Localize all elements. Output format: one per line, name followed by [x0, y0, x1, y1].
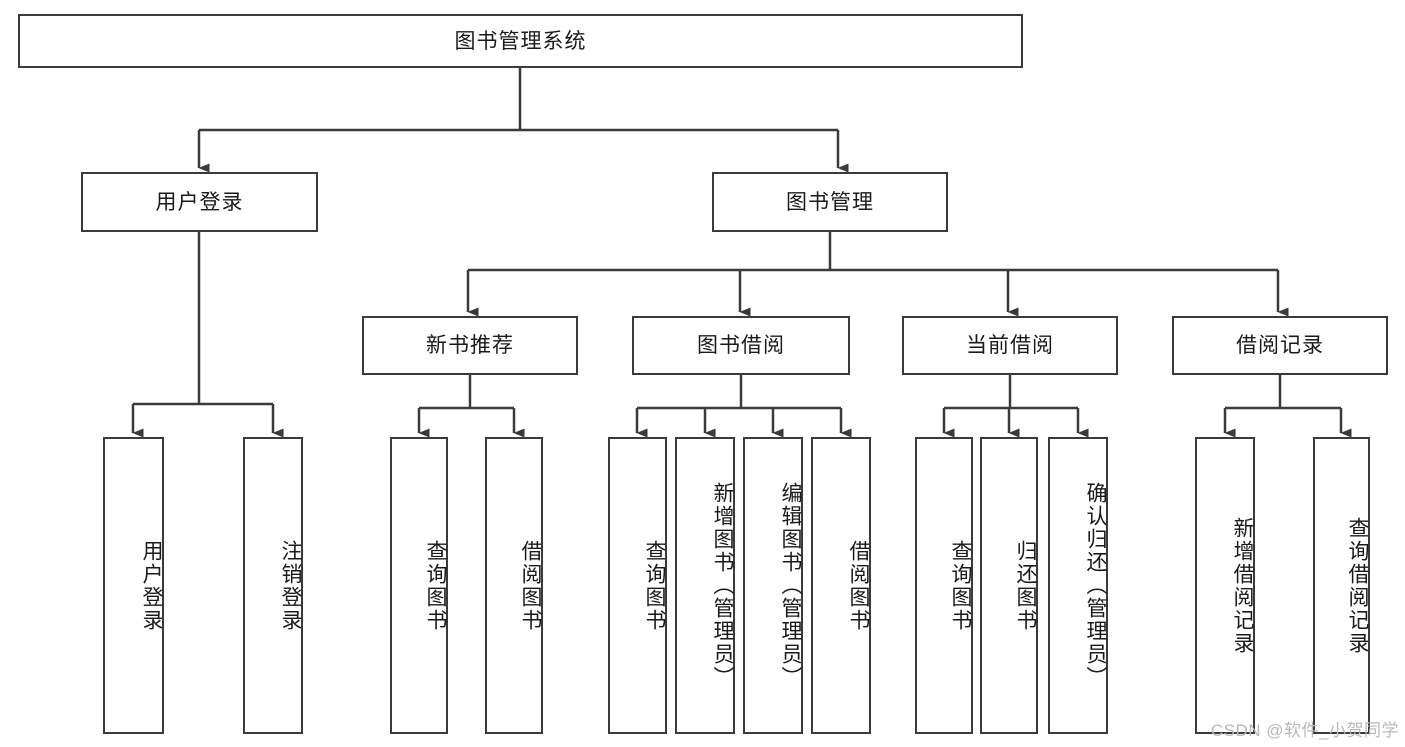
node-new-book-recommend-label: 新书推荐 — [426, 334, 514, 357]
node-leaf-query-book-current[interactable]: 查询图书 — [915, 437, 973, 734]
node-leaf-borrow-book-recommend-label: 借阅图书 — [519, 539, 542, 632]
node-leaf-query-borrow-record[interactable]: 查询借阅记录 — [1313, 437, 1370, 734]
node-leaf-add-borrow-record[interactable]: 新增借阅记录 — [1195, 437, 1255, 734]
node-leaf-query-book-borrow[interactable]: 查询图书 — [608, 437, 667, 734]
node-leaf-query-book-recommend[interactable]: 查询图书 — [390, 437, 448, 734]
node-new-book-recommend[interactable]: 新书推荐 — [362, 316, 578, 375]
node-leaf-user-login-label: 用户登录 — [140, 539, 163, 632]
node-leaf-logout-login[interactable]: 注销登录 — [243, 437, 303, 734]
node-book-borrow-label: 图书借阅 — [697, 334, 785, 357]
node-borrow-record[interactable]: 借阅记录 — [1172, 316, 1388, 375]
node-leaf-edit-book-admin-label: 编辑图书（管理员） — [779, 482, 802, 689]
node-current-borrow[interactable]: 当前借阅 — [902, 316, 1118, 375]
node-leaf-borrow-book-label: 借阅图书 — [847, 539, 870, 632]
node-leaf-confirm-return-admin[interactable]: 确认归还（管理员） — [1048, 437, 1108, 734]
node-system-title[interactable]: 图书管理系统 — [18, 14, 1023, 68]
node-leaf-add-book-admin[interactable]: 新增图书（管理员） — [675, 437, 735, 734]
node-leaf-query-book-current-label: 查询图书 — [949, 539, 972, 632]
node-borrow-record-label: 借阅记录 — [1236, 334, 1324, 357]
watermark: CSDN @软件_小贺同学 — [1210, 721, 1399, 740]
node-leaf-query-borrow-record-label: 查询借阅记录 — [1346, 516, 1369, 655]
node-leaf-logout-login-label: 注销登录 — [279, 539, 302, 632]
node-leaf-add-borrow-record-label: 新增借阅记录 — [1231, 516, 1254, 655]
node-user-login-label: 用户登录 — [155, 190, 244, 214]
node-leaf-return-book-label: 归还图书 — [1014, 539, 1037, 632]
node-leaf-edit-book-admin[interactable]: 编辑图书（管理员） — [743, 437, 803, 734]
node-leaf-borrow-book-recommend[interactable]: 借阅图书 — [485, 437, 543, 734]
node-leaf-query-book-recommend-label: 查询图书 — [424, 539, 447, 632]
node-user-login[interactable]: 用户登录 — [81, 172, 318, 232]
node-book-management[interactable]: 图书管理 — [712, 172, 948, 232]
node-current-borrow-label: 当前借阅 — [966, 334, 1054, 357]
node-leaf-add-book-admin-label: 新增图书（管理员） — [711, 482, 734, 689]
node-book-borrow[interactable]: 图书借阅 — [632, 316, 850, 375]
node-leaf-query-book-borrow-label: 查询图书 — [643, 539, 666, 632]
node-leaf-confirm-return-admin-label: 确认归还（管理员） — [1084, 482, 1107, 689]
node-leaf-user-login[interactable]: 用户登录 — [103, 437, 164, 734]
node-book-management-label: 图书管理 — [786, 190, 874, 214]
node-system-title-label: 图书管理系统 — [454, 29, 587, 53]
node-leaf-return-book[interactable]: 归还图书 — [980, 437, 1038, 734]
node-leaf-borrow-book[interactable]: 借阅图书 — [811, 437, 871, 734]
